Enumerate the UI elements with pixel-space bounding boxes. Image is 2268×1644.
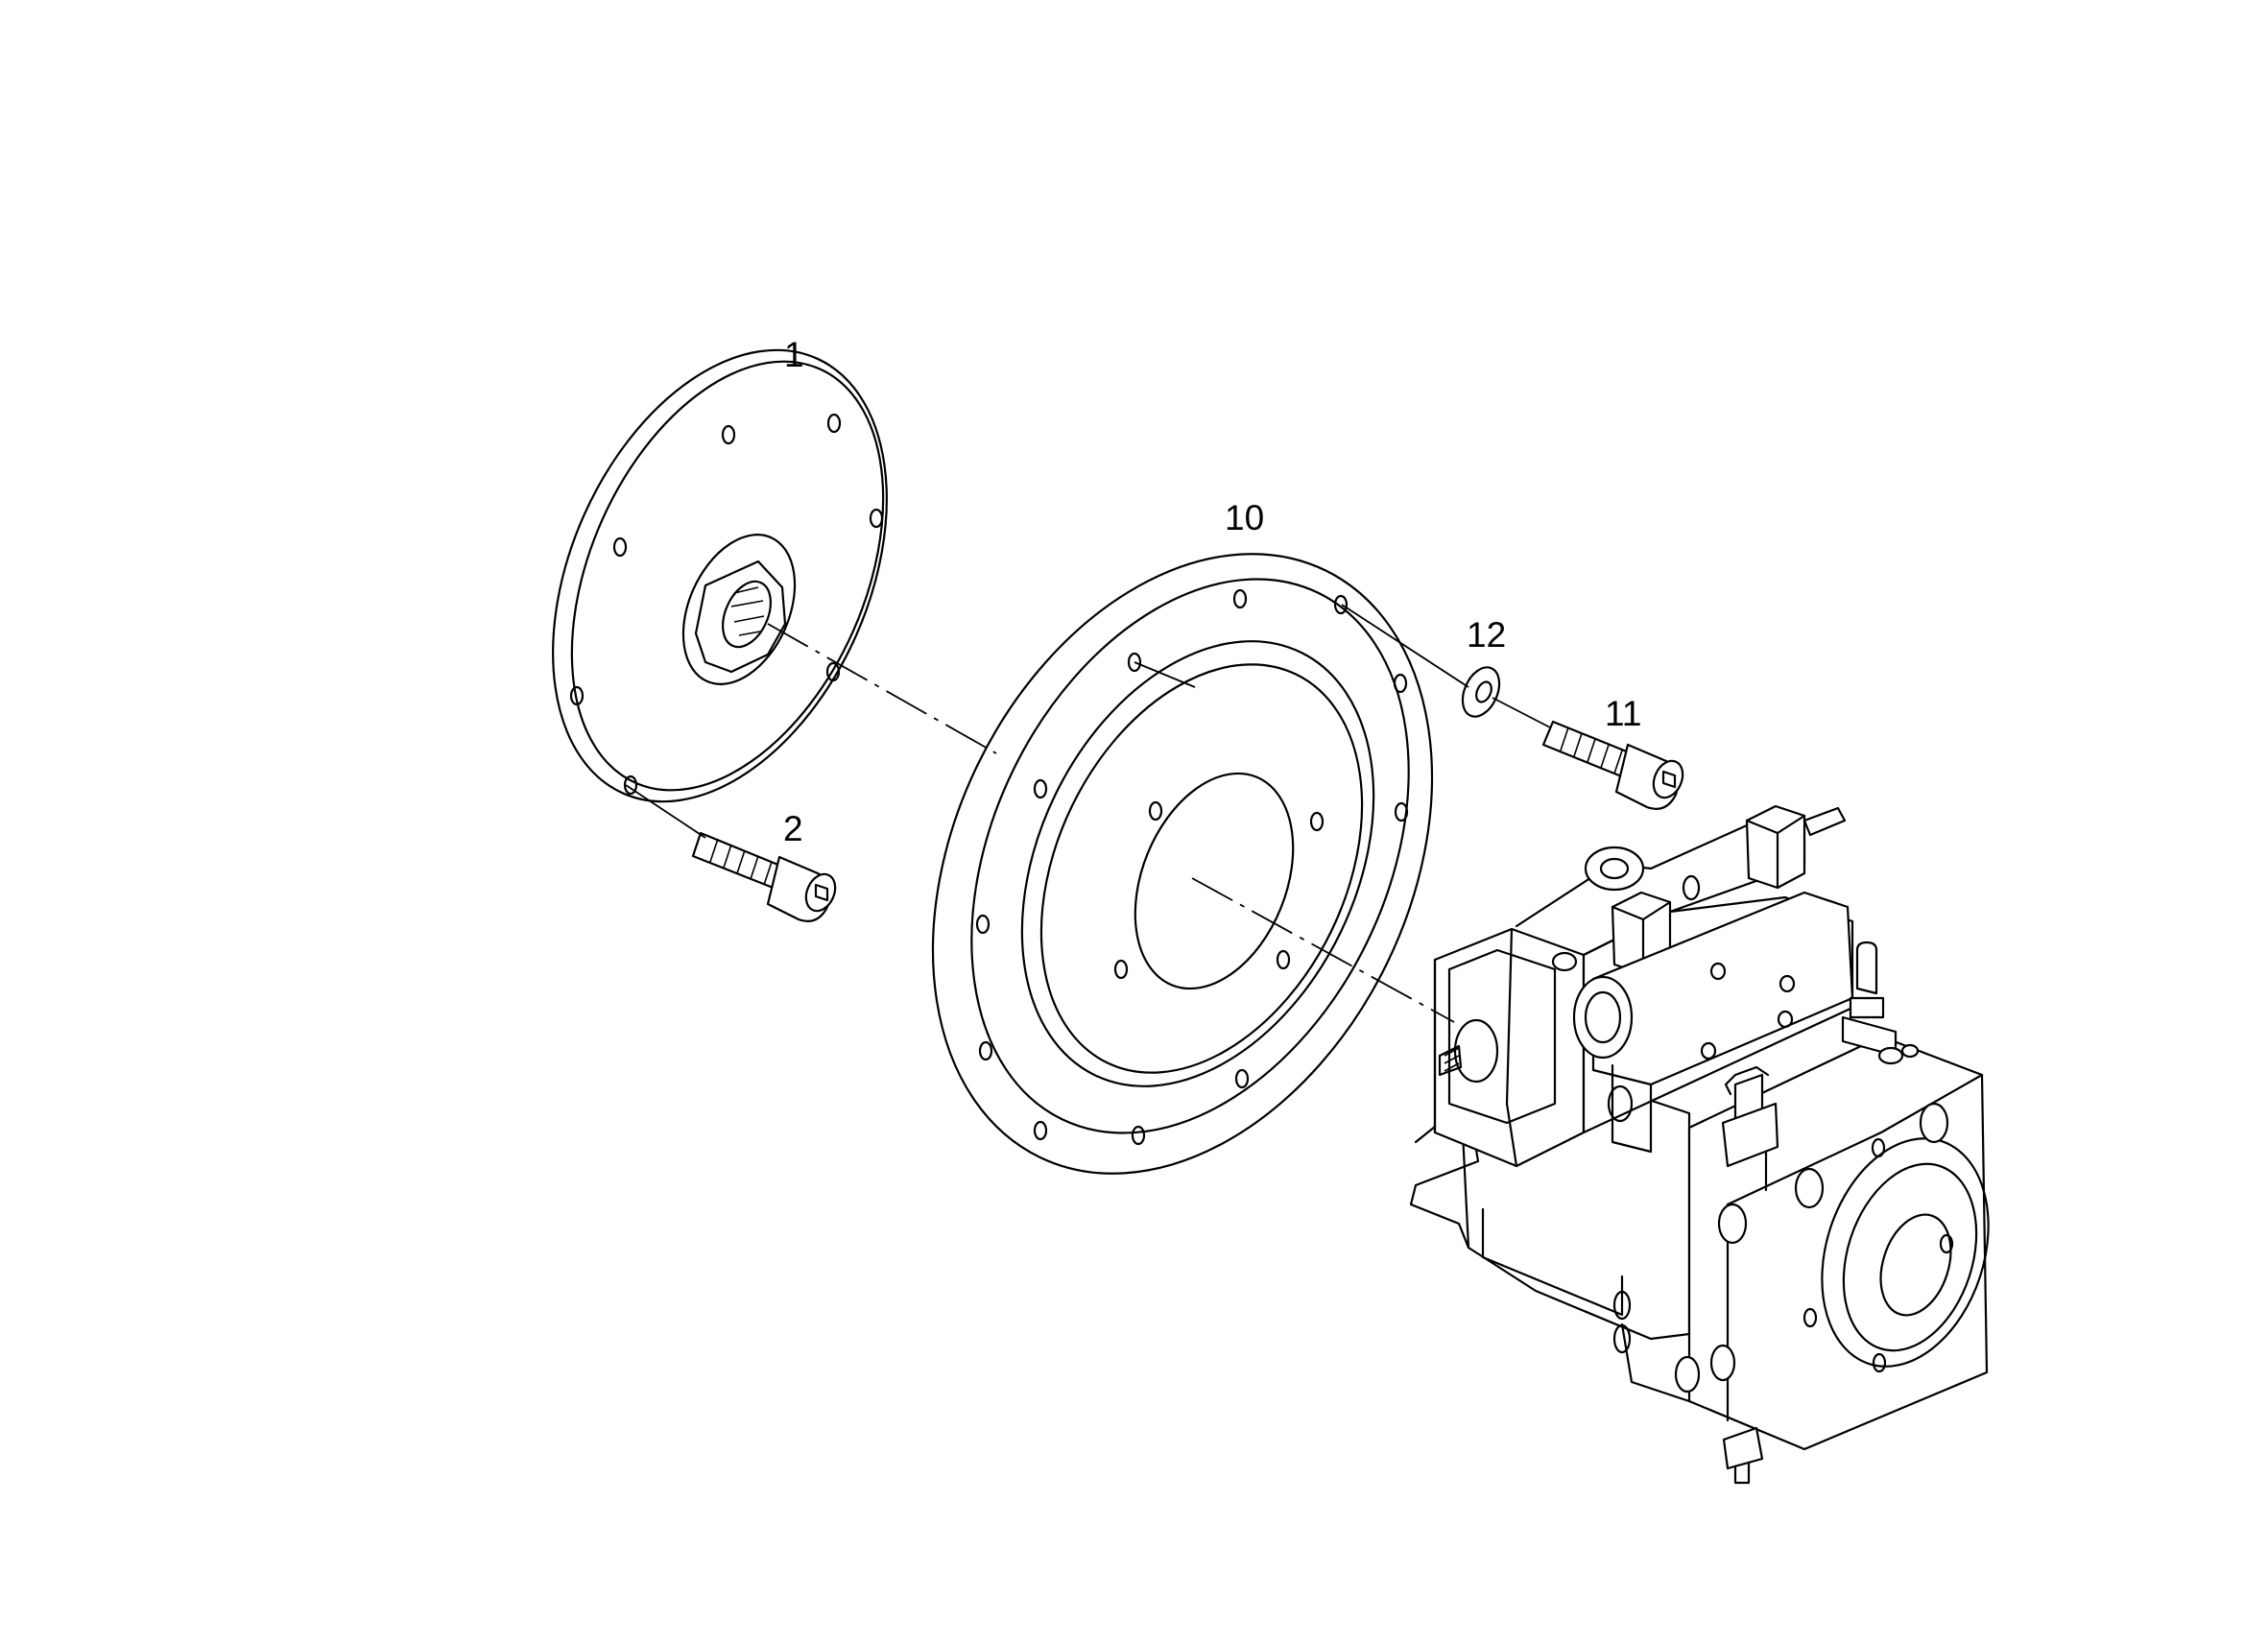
part-11-cap-screw (1541, 720, 1684, 810)
part-12-washer (1461, 666, 1501, 718)
disc-bolt-holes (569, 413, 884, 796)
part-1-drive-disc (552, 348, 888, 803)
hydraulic-pump-assembly (1409, 804, 1990, 1485)
callout-1: 1 (784, 335, 804, 374)
callout-2: 2 (783, 809, 803, 848)
part-10-adapter-flange (931, 553, 1434, 1175)
solenoid-valve-right (1745, 804, 1847, 890)
callout-12: 12 (1467, 615, 1506, 655)
disc-hub (681, 534, 797, 685)
callout-11: 11 (1605, 694, 1641, 733)
flange-outer-holes (975, 588, 1409, 1146)
callout-10: 10 (1225, 498, 1264, 537)
flange-inner-holes (1113, 800, 1325, 980)
assembly-center-lines (767, 623, 1455, 1023)
part-2-cap-screw (691, 831, 837, 922)
leader-lines (625, 604, 1551, 839)
